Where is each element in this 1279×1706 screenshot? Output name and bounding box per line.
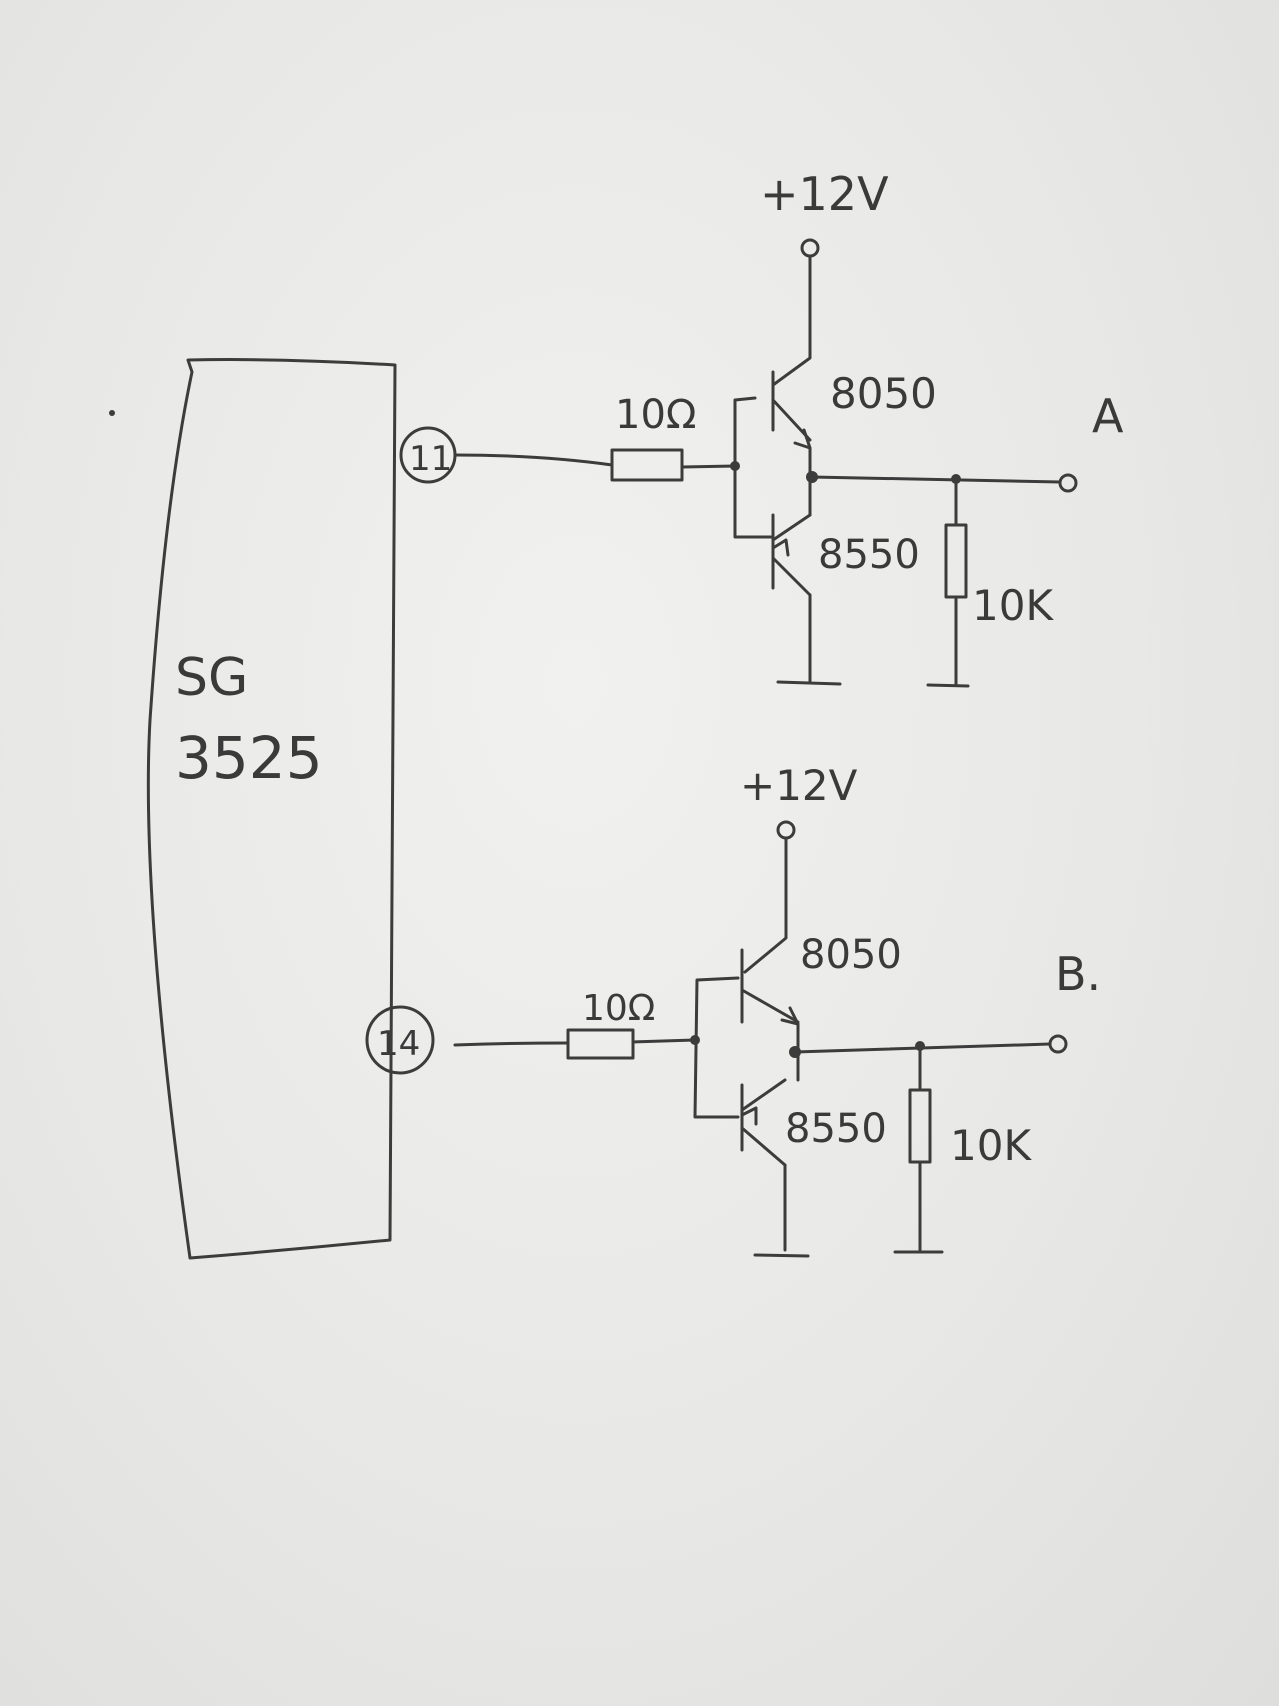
stage-b-npn-transistor xyxy=(740,948,800,1024)
stage-b-input-wire xyxy=(453,1041,570,1047)
stage-a-output-terminal xyxy=(1058,473,1078,493)
stage-b-npn-label: 8050 xyxy=(800,932,902,978)
stage-b-output-terminal xyxy=(1048,1034,1068,1054)
stray-ink-dot xyxy=(109,410,115,416)
stage-b-resistor-to-base-wire xyxy=(631,1038,697,1044)
stage-b-pnp-transistor xyxy=(740,1078,787,1167)
stage-a-load-resistor-label: 10K xyxy=(972,581,1054,630)
stage-a-load-ground-symbol xyxy=(926,683,970,688)
driver-stage-b: +12V 10Ω 8050 8550 B. 10K xyxy=(453,761,1101,1258)
stage-b-supply-terminal xyxy=(776,820,796,840)
stage-b-pnp-label: 8550 xyxy=(785,1106,887,1152)
stage-b-load-resistor xyxy=(908,1088,932,1164)
stage-b-pnp-arrow xyxy=(740,1106,758,1126)
driver-stage-a: +12V 10Ω 8050 8550 A 10K xyxy=(453,167,1124,688)
stage-a-input-wire xyxy=(453,453,614,467)
stage-b-supply-label: +12V xyxy=(740,761,858,810)
ic-name-line2: 3525 xyxy=(175,724,323,792)
stage-b-output-label: B. xyxy=(1055,947,1101,1001)
stage-a-output-wire xyxy=(810,475,1062,484)
stage-a-output-label: A xyxy=(1092,389,1124,443)
stage-a-base-network xyxy=(733,396,775,539)
stage-a-pnp-ground-symbol xyxy=(776,680,842,686)
stage-b-supply-wire xyxy=(743,836,788,974)
stage-a-supply-label: +12V xyxy=(760,167,889,221)
stage-a-supply-wire xyxy=(771,254,812,387)
stage-b-base-resistor xyxy=(566,1028,635,1060)
pin-14-label: 14 xyxy=(377,1024,420,1064)
stage-a-resistor-to-base-wire xyxy=(680,464,737,469)
stage-b-load-resistor-label: 10K xyxy=(950,1121,1032,1170)
stage-a-pnp-arrow xyxy=(771,538,790,557)
stage-a-supply-terminal xyxy=(800,238,820,258)
pin-14-circle xyxy=(365,1005,435,1075)
stage-a-base-resistor-label: 10Ω xyxy=(615,392,696,438)
sg3525-ic-outline xyxy=(146,358,397,1260)
pin-11-label: 11 xyxy=(409,439,452,479)
stage-a-base-resistor xyxy=(610,448,684,482)
ic-name-line1: SG xyxy=(175,648,248,708)
stage-b-base-resistor-label: 10Ω xyxy=(582,988,655,1029)
stage-a-npn-label: 8050 xyxy=(830,369,937,418)
stage-a-pnp-transistor xyxy=(771,513,812,597)
stage-b-base-network xyxy=(693,976,740,1119)
stage-b-pnp-ground-symbol xyxy=(753,1253,810,1258)
stage-a-load-resistor xyxy=(944,523,968,599)
stage-a-pnp-label: 8550 xyxy=(818,532,920,578)
